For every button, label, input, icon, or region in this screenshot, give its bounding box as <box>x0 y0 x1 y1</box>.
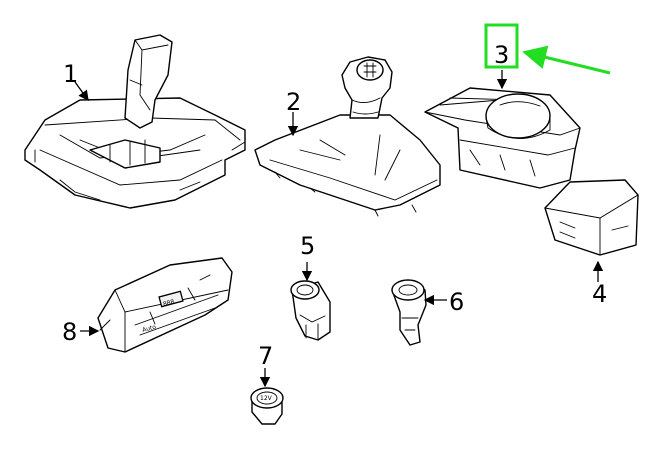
part-6-angled-socket <box>391 279 427 346</box>
highlight-arrow <box>522 45 611 75</box>
part-7-12v-socket: 12V <box>250 387 284 425</box>
climate-display-marking: 888 <box>162 298 175 308</box>
callout-1: 1 <box>63 60 78 88</box>
leader-lines <box>74 70 604 388</box>
part-8-climate-panel: 888 Auto <box>97 257 233 353</box>
part-5-socket-housing <box>290 280 331 341</box>
callout-8: 8 <box>62 318 77 346</box>
part-1-gear-selector <box>24 34 246 209</box>
part-4-control-module <box>544 179 639 256</box>
part-3-idrive-controller <box>424 87 581 189</box>
highlight-box <box>484 23 519 69</box>
climate-auto-marking: Auto <box>141 323 157 333</box>
socket-12v-marking: 12V <box>260 395 273 402</box>
leader-1 <box>74 81 89 102</box>
callout-6: 6 <box>449 288 464 316</box>
callout-7: 7 <box>258 342 273 370</box>
callout-5: 5 <box>300 232 315 260</box>
part-2-gear-knob-boot <box>254 56 441 217</box>
callout-4: 4 <box>592 280 607 308</box>
callout-2: 2 <box>286 88 301 116</box>
callout-3: 3 <box>494 41 509 69</box>
